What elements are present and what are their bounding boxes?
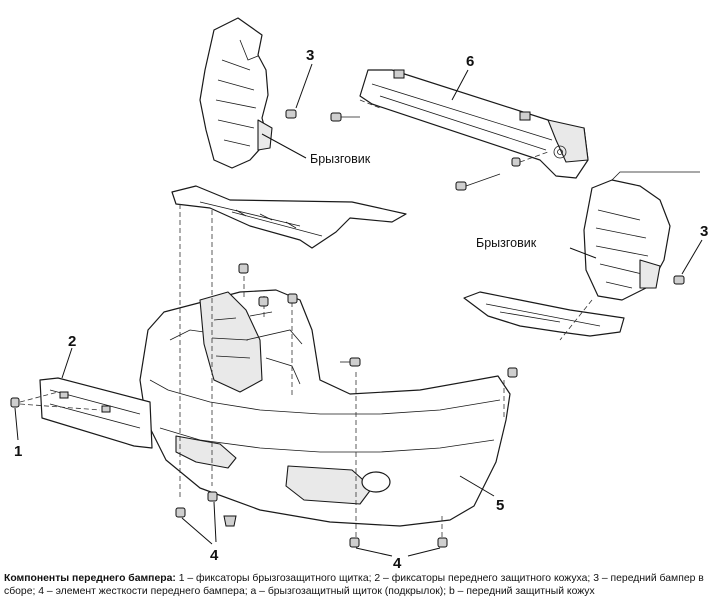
lower-fasteners: [175, 491, 448, 557]
label-splash-right: Брызговик: [476, 236, 537, 250]
label-5: 5: [496, 497, 504, 514]
beam-bolts: [330, 99, 549, 191]
label-2: 2: [68, 333, 76, 350]
label-3-top: 3: [306, 47, 314, 64]
license-plate-bracket: [39, 377, 153, 449]
label-4-right: 4: [393, 555, 402, 570]
label-1: 1: [14, 443, 22, 460]
bumper-clips: [238, 263, 518, 378]
bumper-reinforcement-beam: [359, 69, 589, 179]
leader-6: [451, 69, 469, 101]
clip-3-left: [285, 63, 313, 119]
label-4-left: 4: [210, 547, 219, 564]
front-bumper-cover: [139, 289, 511, 527]
exploded-view: 3 Брызговик 6 Брызговик: [10, 17, 708, 570]
left-splash-guard: [199, 17, 273, 169]
caption-text: 1 – фиксаторы брызгозащитного щитка; 2 –…: [4, 573, 704, 597]
right-splash-guard: [583, 171, 700, 301]
leader-splash-right: [569, 247, 597, 259]
leader-2: [61, 347, 73, 379]
assembly-guides: [179, 204, 593, 540]
leader-splash-left: [261, 133, 307, 159]
clip-1: [10, 391, 101, 441]
lower-splash-shield: [463, 291, 625, 337]
leader-5: [459, 475, 495, 497]
clip-3-right: [673, 239, 703, 285]
figure-caption: Компоненты переднего бампера: 1 – фиксат…: [4, 572, 721, 598]
label-6: 6: [466, 53, 474, 70]
label-splash-left: Брызговик: [310, 152, 371, 166]
upper-cover: [171, 185, 407, 249]
caption-title: Компоненты переднего бампера:: [4, 573, 176, 584]
label-3-right: 3: [700, 223, 708, 240]
